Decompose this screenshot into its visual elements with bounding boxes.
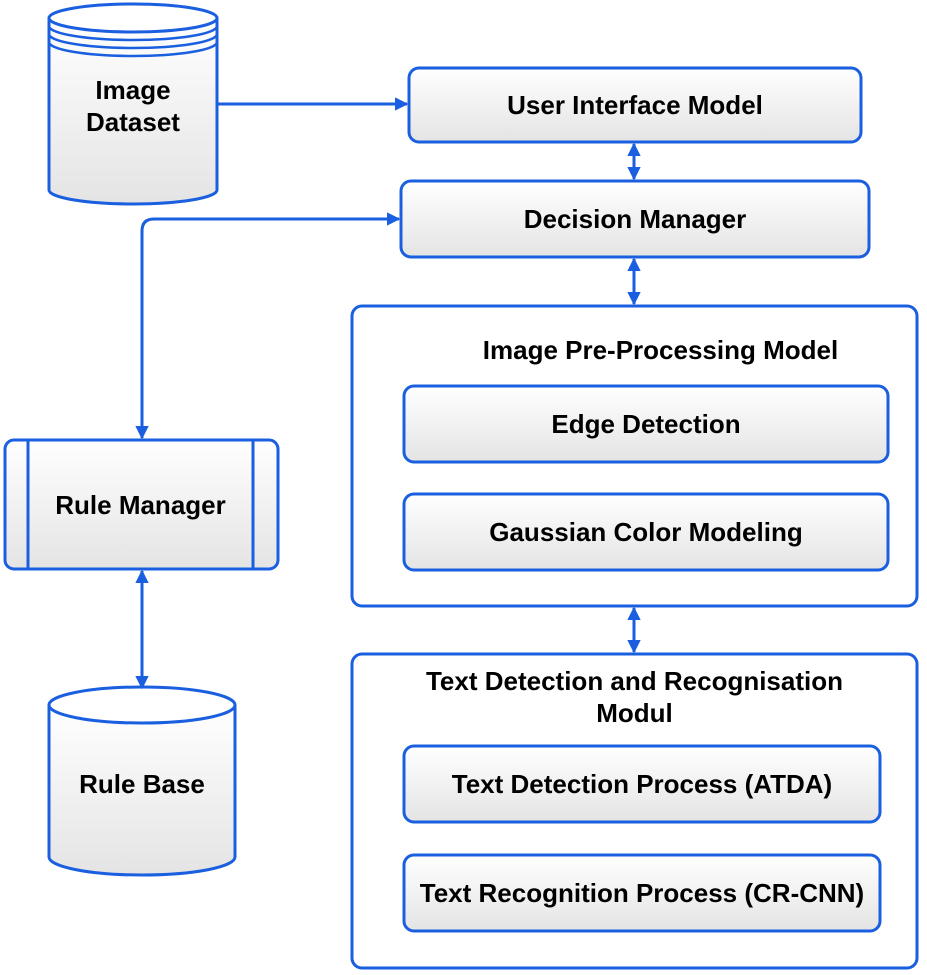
preprocessing-title: Image Pre-Processing Model — [482, 335, 839, 365]
image-dataset-label-line2: Dataset — [86, 107, 180, 137]
arrow-decision-rule-manager — [135, 212, 401, 440]
decision-manager-label: Decision Manager — [523, 204, 747, 234]
rule-base-cylinder-top — [47, 685, 237, 725]
rule-manager-node — [3, 438, 280, 571]
text-module-title-line1: Text Detection and Recognisation — [425, 666, 843, 696]
image-dataset-label-line1: Image — [95, 75, 171, 105]
gaussian-color-modeling-label: Gaussian Color Modeling — [489, 517, 803, 547]
text-module-title-line2: Modul — [596, 698, 673, 728]
edge-detection-box — [402, 384, 890, 464]
image-dataset-cylinder-body — [47, 18, 219, 206]
image-dataset-ring-2 — [47, 33, 219, 50]
gaussian-color-modeling-box — [402, 492, 890, 572]
text-detection-process-box — [402, 744, 882, 824]
rule-base-label: Rule Base — [79, 769, 205, 799]
rule-base-cylinder-body — [47, 705, 237, 877]
edge-detection-label: Edge Detection — [551, 409, 741, 439]
text-module-title: Text Detection and Recognisation Modul — [352, 664, 917, 730]
image-dataset-ring-3 — [47, 41, 219, 58]
decision-manager-box — [399, 179, 871, 259]
text-recognition-process-box — [402, 853, 882, 933]
image-dataset-node — [47, 2, 219, 206]
text-detection-process-label: Text Detection Process (ATDA) — [451, 769, 833, 799]
rule-manager-box — [3, 438, 280, 571]
image-dataset-ring-1 — [47, 25, 219, 42]
image-dataset-cylinder-top — [47, 2, 219, 34]
text-recognition-process-label: Text Recognition Process (CR-CNN) — [419, 878, 865, 908]
user-interface-model-label: User Interface Model — [507, 90, 763, 120]
rule-manager-label: Rule Manager — [55, 489, 226, 520]
image-dataset-label: Image Dataset — [49, 70, 217, 142]
user-interface-model-box — [407, 66, 863, 144]
